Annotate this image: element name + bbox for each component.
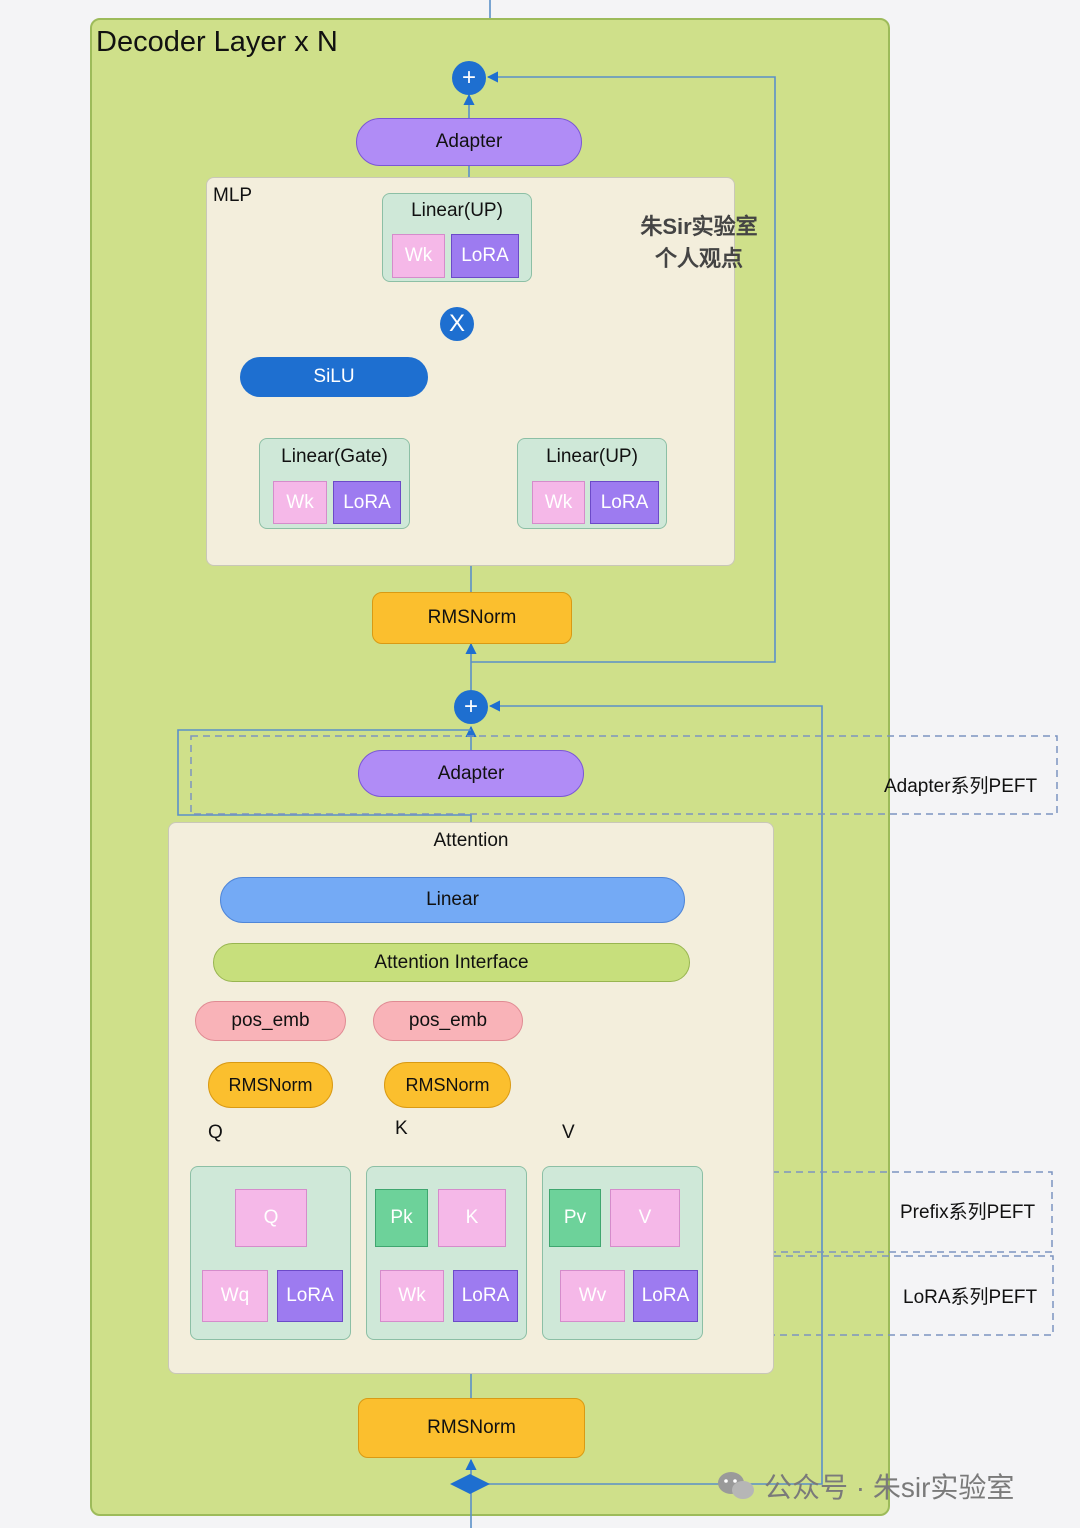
decoder-layer-title: Decoder Layer x N <box>96 26 338 58</box>
mlp-gate-lora: LoRA <box>333 481 401 524</box>
adapter-peft-label: Adapter系列PEFT <box>884 776 1038 797</box>
attention-interface[interactable]: Attention Interface <box>213 943 690 982</box>
residual-add-middle: + <box>454 690 488 724</box>
wk-tile: Wk <box>380 1270 444 1322</box>
pos-emb-q: pos_emb <box>195 1001 346 1041</box>
attention-title: Attention <box>433 830 509 851</box>
footer-text: 公众号 · 朱sir实验室 <box>764 1472 1015 1503</box>
mlp-linear-up-label: Linear(UP) <box>546 446 638 467</box>
wq-tile: Wq <box>202 1270 268 1322</box>
pk-tile: Pk <box>375 1189 428 1247</box>
pv-tile: Pv <box>549 1189 601 1247</box>
mlp-linear-up-top-label: Linear(UP) <box>411 200 503 221</box>
rmsnorm-q[interactable]: RMSNorm <box>208 1062 333 1108</box>
v-branch-label: V <box>562 1122 575 1143</box>
watermark-text: 朱Sir实验室 个人观点 <box>620 211 778 275</box>
mlp-title: MLP <box>213 185 253 206</box>
adapter-mlp[interactable]: Adapter <box>356 118 582 166</box>
prefix-peft-label: Prefix系列PEFT <box>900 1202 1036 1223</box>
v-lora-tile: LoRA <box>633 1270 698 1322</box>
k-branch-label: K <box>395 1118 408 1139</box>
multiply-node: X <box>440 307 474 341</box>
watermark-line-1: 朱Sir实验室 <box>640 214 758 239</box>
wv-tile: Wv <box>560 1270 625 1322</box>
rmsnorm-k[interactable]: RMSNorm <box>384 1062 511 1108</box>
rmsnorm-mlp[interactable]: RMSNorm <box>372 592 572 644</box>
q-lora-tile: LoRA <box>277 1270 343 1322</box>
mlp-up-top-wk: Wk <box>392 234 445 278</box>
k-tile: K <box>438 1189 506 1247</box>
mlp-up-wk: Wk <box>532 481 585 524</box>
footer: 公众号 · 朱sir实验室 <box>716 1466 1014 1506</box>
attention-linear[interactable]: Linear <box>220 877 685 923</box>
silu-node: SiLU <box>240 357 428 397</box>
adapter-attention[interactable]: Adapter <box>358 750 584 797</box>
q-branch-label: Q <box>208 1122 223 1143</box>
mlp-gate-wk: Wk <box>273 481 327 524</box>
v-tile: V <box>610 1189 680 1247</box>
residual-add-top: + <box>452 61 486 95</box>
mlp-up-top-lora: LoRA <box>451 234 519 278</box>
wechat-icon <box>718 1472 754 1499</box>
mlp-up-lora: LoRA <box>590 481 659 524</box>
lora-peft-label: LoRA系列PEFT <box>903 1287 1038 1308</box>
watermark-line-2: 个人观点 <box>654 246 743 271</box>
mlp-linear-gate-label: Linear(Gate) <box>281 446 388 467</box>
k-lora-tile: LoRA <box>453 1270 518 1322</box>
rmsnorm-attention[interactable]: RMSNorm <box>358 1398 585 1458</box>
q-tile: Q <box>235 1189 307 1247</box>
pos-emb-k: pos_emb <box>373 1001 523 1041</box>
